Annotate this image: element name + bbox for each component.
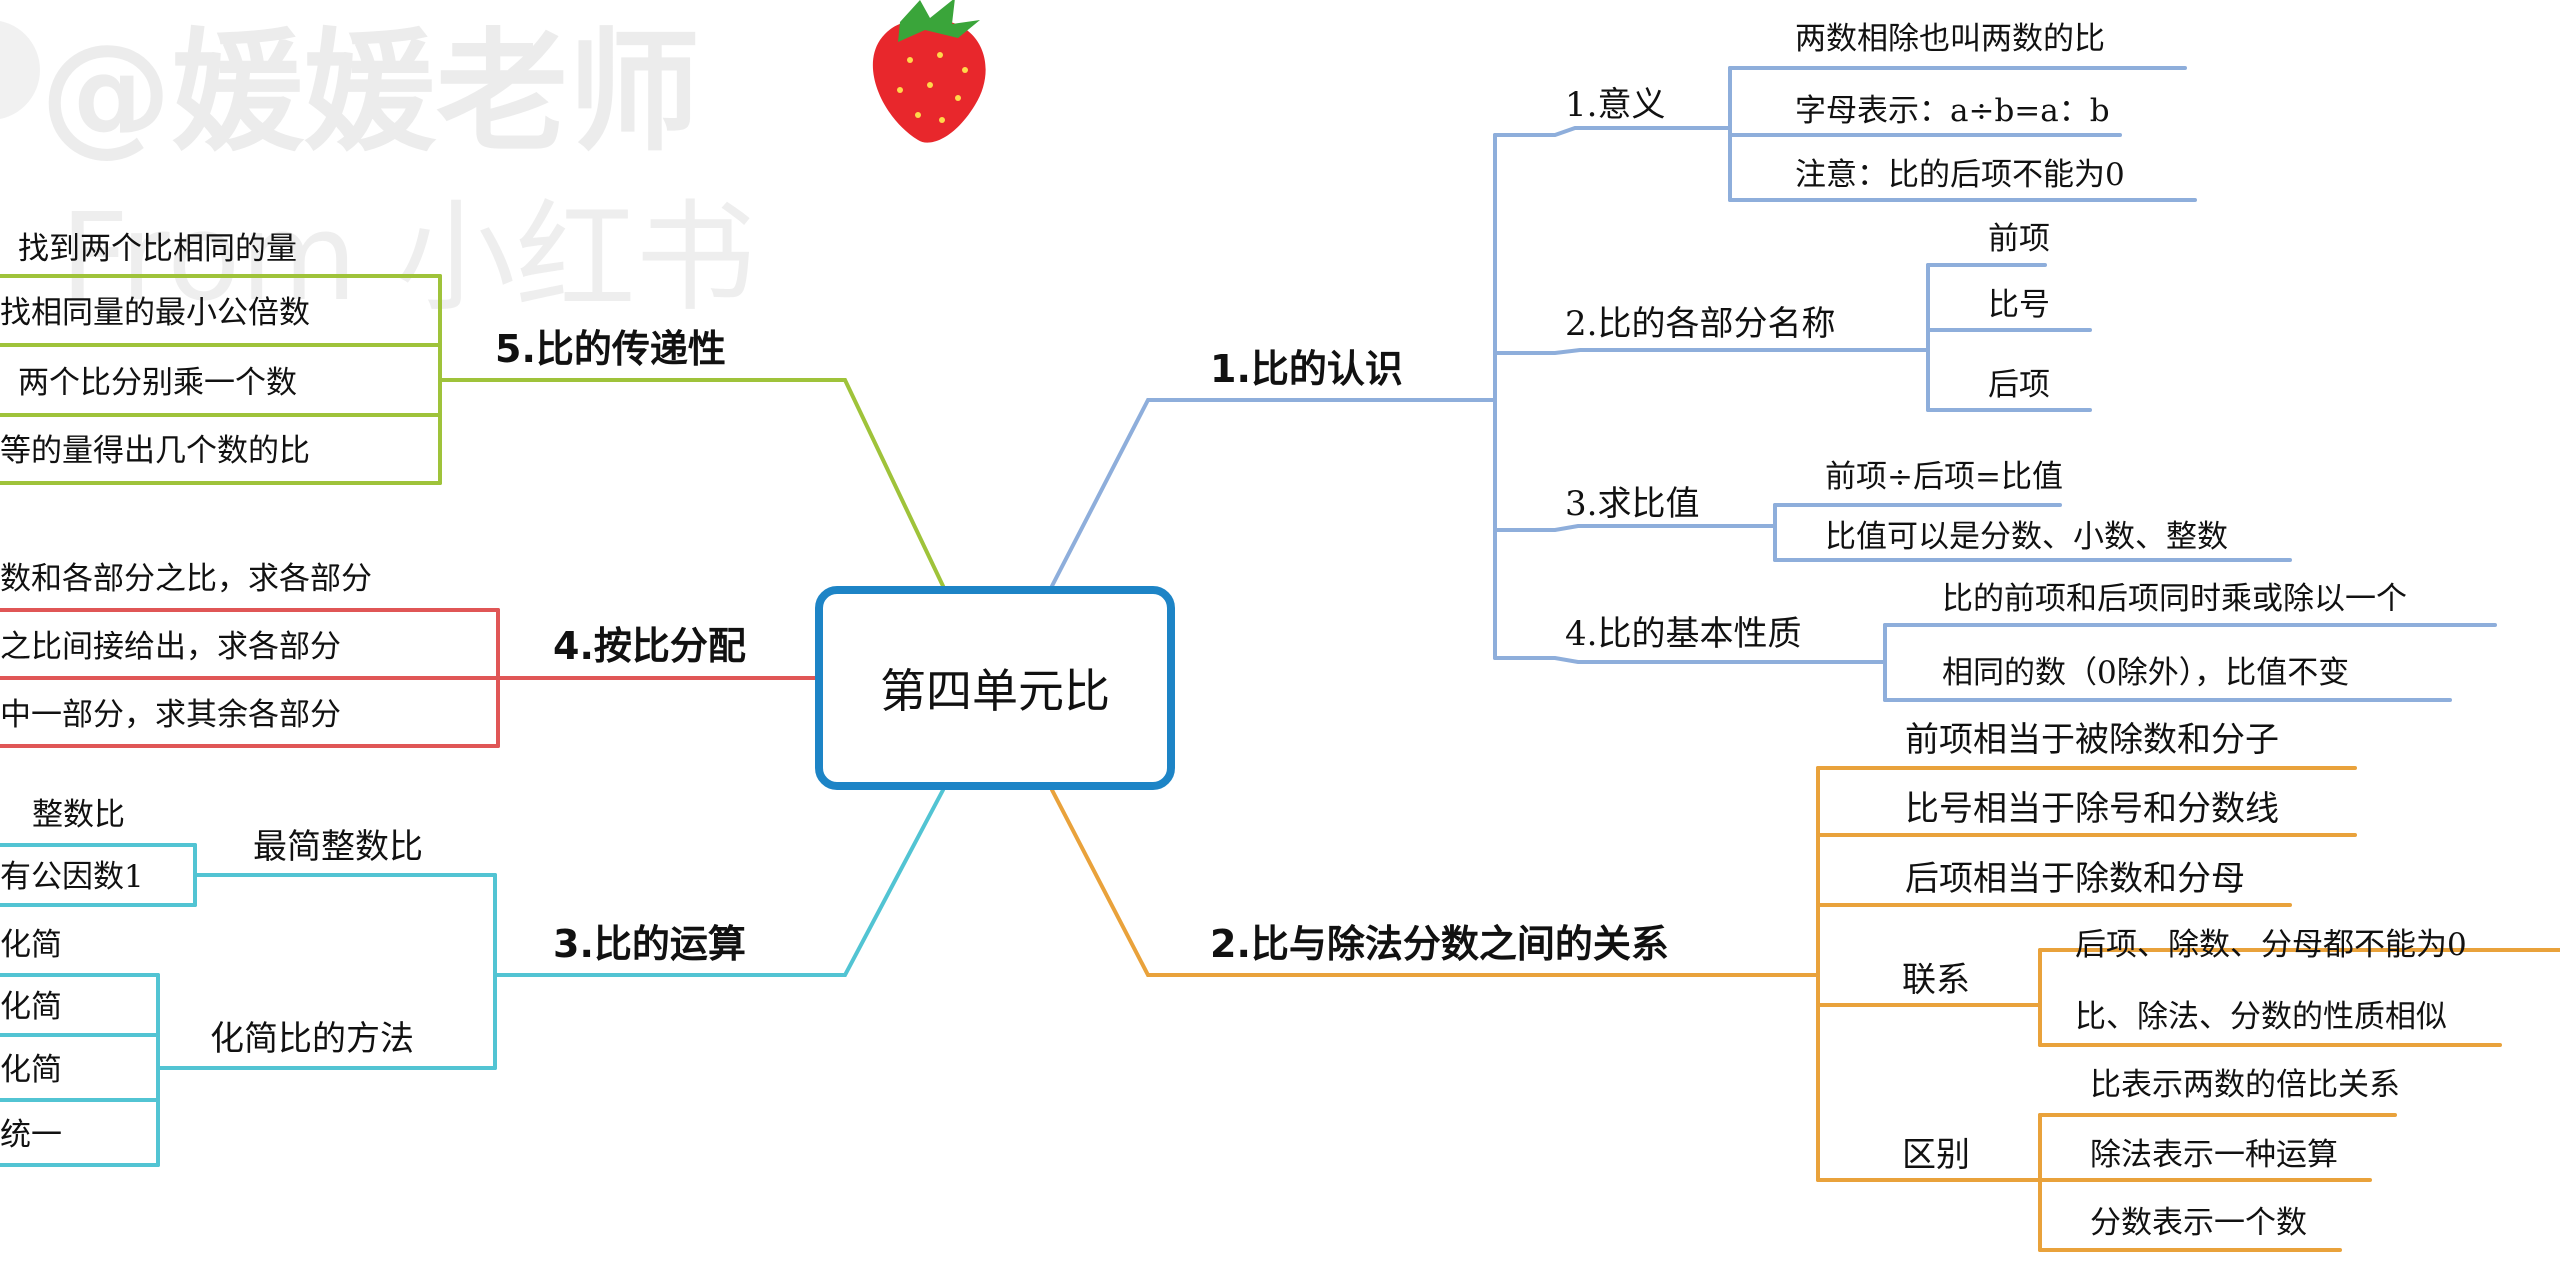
center-topic-label: 第四单元比 [880, 664, 1110, 718]
branch2-link-item1: 后项、除数、分母都不能为0 [2075, 927, 2467, 963]
branch5-item4: 等的量得出几个数的比 [0, 433, 310, 469]
branch1-sub3-item1: 前项÷后项=比值 [1825, 459, 2063, 495]
branch2-connectors [1050, 766, 2560, 1252]
branch1-sub3-label: 3.求比值 [1565, 484, 1700, 524]
branch1-sub2-item2: 比号 [1988, 287, 2050, 323]
branch5-item2: 找相同量的最小公倍数 [0, 295, 310, 331]
branch3-sub1-item1: 整数比 [32, 797, 125, 833]
branch3-sub2-item4: 统一 [0, 1117, 62, 1153]
branch1-sub2-item3: 后项 [1988, 367, 2050, 403]
watermark-source: From 小红书 [60, 189, 756, 328]
branch1-sub1-item1: 两数相除也叫两数的比 [1795, 21, 2105, 57]
branch5-connectors [0, 274, 945, 588]
branch1-label: 1.比的认识 [1210, 347, 1403, 391]
branch5-item3: 两个比分别乘一个数 [18, 365, 297, 401]
branch3-sub2-label: 化简比的方法 [210, 1019, 414, 1059]
branch1-sub2-label: 2.比的各部分名称 [1565, 304, 1836, 344]
branch5-item1: 找到两个比相同的量 [18, 231, 297, 267]
branch1-sub4-item2: 相同的数（0除外），比值不变 [1942, 655, 2350, 691]
branch2-diff-item1: 比表示两数的倍比关系 [2090, 1067, 2400, 1103]
branch1-sub1-item2: 字母表示：a÷b=a：b [1795, 93, 2110, 129]
branch3-connectors [0, 788, 945, 1167]
branch2-item2: 比号相当于除号和分数线 [1905, 789, 2279, 829]
branch1-sub2-item1: 前项 [1988, 221, 2050, 257]
branch4-item1: 数和各部分之比，求各部分 [0, 561, 372, 597]
branch4-label: 4.按比分配 [553, 624, 746, 668]
center-topic: 第四单元比 [815, 586, 1175, 790]
branch1-sub1-label: 1.意义 [1565, 85, 1666, 125]
branch2-diff-label: 区别 [1902, 1135, 1970, 1175]
branch2-item1: 前项相当于被除数和分子 [1905, 720, 2279, 760]
branch3-sub2-item1: 化简 [0, 927, 62, 963]
strawberry-icon [872, 0, 986, 143]
branch2-item3: 后项相当于除数和分母 [1905, 859, 2245, 899]
branch2-diff-item2: 除法表示一种运算 [2090, 1137, 2338, 1173]
branch4-item3: 中一部分，求其余各部分 [0, 697, 341, 733]
branch3-sub2-item3: 化简 [0, 1052, 62, 1088]
branch1-sub4-item1: 比的前项和后项同时乘或除以一个 [1942, 581, 2407, 617]
branch2-diff-item3: 分数表示一个数 [2090, 1205, 2307, 1241]
branch4-item2: 之比间接给出，求各部分 [0, 629, 341, 665]
branch2-link-item2: 比、除法、分数的性质相似 [2075, 999, 2447, 1035]
branch1-connectors [1050, 66, 2497, 702]
branch1-sub4-label: 4.比的基本性质 [1565, 614, 1802, 654]
branch3-sub1-item2: 有公因数1 [0, 859, 144, 895]
branch4-connectors [0, 608, 817, 748]
watermark-handle: @媛媛老师 [40, 16, 700, 170]
branch1-sub1-item3: 注意：比的后项不能为0 [1795, 157, 2125, 193]
branch2-label: 2.比与除法分数之间的关系 [1210, 922, 1669, 966]
branch3-label: 3.比的运算 [553, 922, 746, 966]
branch3-sub1-label: 最简整数比 [253, 827, 423, 867]
branch1-sub3-item2: 比值可以是分数、小数、整数 [1825, 519, 2228, 555]
branch5-label: 5.比的传递性 [495, 327, 726, 371]
branch3-sub2-item2: 化简 [0, 989, 62, 1025]
branch2-link-label: 联系 [1902, 960, 1970, 1000]
